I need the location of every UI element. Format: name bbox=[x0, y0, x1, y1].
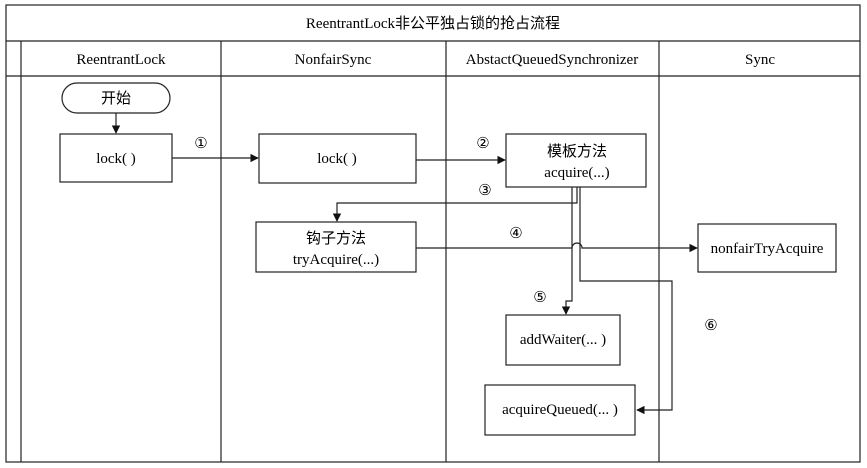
lane-header-nonfairsync: NonfairSync bbox=[295, 52, 372, 68]
nonfairsync-lock-label: lock( ) bbox=[317, 151, 357, 167]
step-1-label: ① bbox=[194, 136, 207, 152]
acquirequeued-box bbox=[484, 384, 636, 436]
acquire-template-line1: 模板方法 bbox=[547, 142, 607, 160]
lane-header-sync: Sync bbox=[745, 52, 775, 68]
tryacquire-hook-line1: 钩子方法 bbox=[306, 230, 366, 247]
start-node-label: 开始 bbox=[101, 90, 131, 107]
lane-header-reentrantlock: ReentrantLock bbox=[76, 52, 166, 68]
arrow-step-3 bbox=[332, 187, 578, 222]
acquire-template-box bbox=[505, 133, 647, 188]
acquire-template-line2: acquire(...) bbox=[544, 165, 609, 181]
step-5-label: ⑤ bbox=[533, 290, 546, 306]
step-2-label: ② bbox=[476, 136, 489, 152]
nonfairsync-lock-box bbox=[258, 133, 417, 184]
arrow-step-6 bbox=[579, 187, 673, 415]
step-4-label: ④ bbox=[509, 226, 522, 242]
acquirequeued-label: acquireQueued(... ) bbox=[502, 402, 618, 418]
addwaiter-box bbox=[505, 314, 621, 366]
step-3-label: ③ bbox=[478, 183, 491, 199]
addwaiter-label: addWaiter(... ) bbox=[520, 332, 606, 348]
nonfairtryacquire-label: nonfairTryAcquire bbox=[711, 241, 824, 257]
arrow-step-5 bbox=[561, 187, 573, 315]
step-6-label: ⑥ bbox=[704, 318, 717, 334]
tryacquire-hook-line2: tryAcquire(...) bbox=[293, 252, 379, 268]
diagram-title: ReentrantLock非公平独占锁的抢占流程 bbox=[306, 14, 560, 32]
reentrantlock-lock-label: lock( ) bbox=[96, 151, 136, 167]
lane-header-aqs: AbstactQueuedSynchronizer bbox=[466, 52, 638, 68]
nonfairtryacquire-box bbox=[697, 223, 837, 273]
tryacquire-hook-box bbox=[255, 221, 417, 273]
reentrantlock-lock-box bbox=[59, 133, 173, 183]
